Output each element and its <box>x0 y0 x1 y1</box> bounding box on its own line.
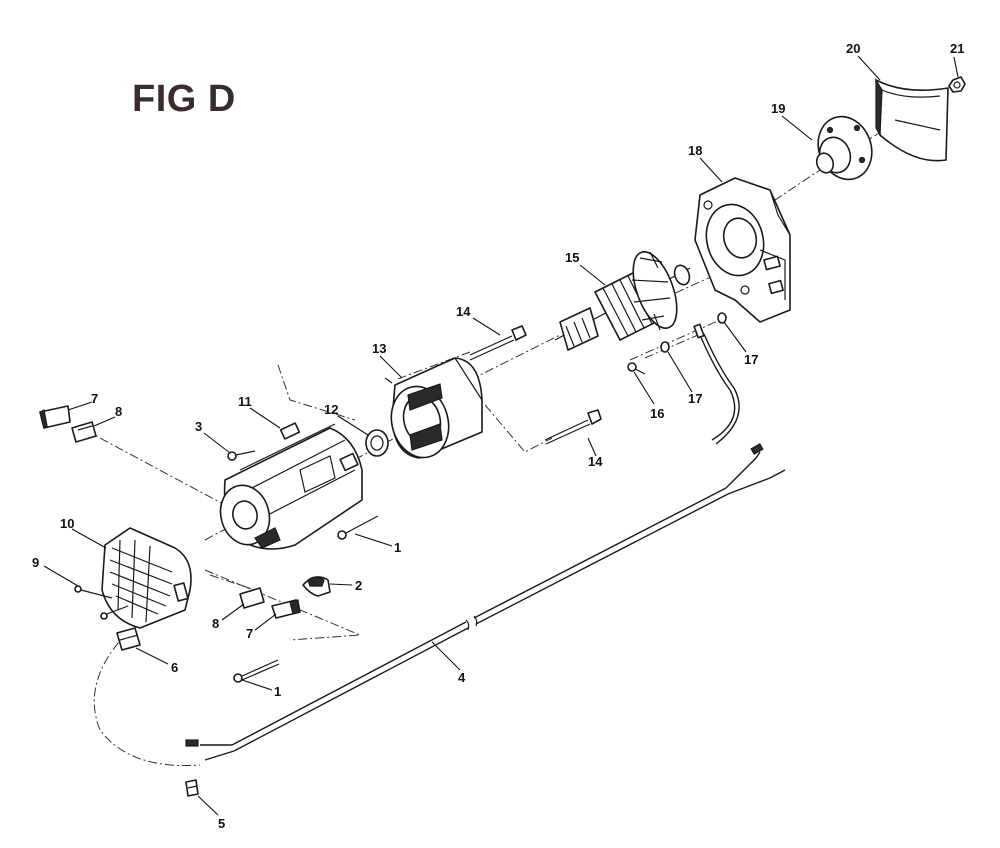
part-14-bolt-upper <box>469 325 527 361</box>
part-7-brush-holder-upper <box>39 405 71 429</box>
part-4-power-cord <box>185 443 786 761</box>
callout-7-upper: 7 <box>91 391 98 406</box>
part-17-washers <box>660 312 727 353</box>
figure-title: FIG D <box>132 78 236 120</box>
callout-10: 10 <box>60 516 74 531</box>
callout-1-lower: 1 <box>274 684 281 699</box>
callout-12: 12 <box>324 402 338 417</box>
part-5-wire-nut <box>185 779 199 797</box>
part-11-motor-housing <box>219 422 363 550</box>
callout-21: 21 <box>950 41 964 56</box>
part-7-brush-holder-lower <box>271 599 301 619</box>
callout-19: 19 <box>771 101 785 116</box>
callout-14-upper: 14 <box>456 304 471 319</box>
callout-13: 13 <box>372 341 386 356</box>
part-12-washer <box>365 429 389 457</box>
part-3-screw <box>227 450 256 461</box>
callout-16: 16 <box>650 406 664 421</box>
callout-leaders <box>43 55 959 816</box>
part-1-screw-upper <box>337 515 379 540</box>
part-18-gear-housing <box>694 177 791 323</box>
callout-17-right: 17 <box>744 352 758 367</box>
callout-15: 15 <box>565 250 579 265</box>
part-15-armature <box>554 251 691 351</box>
callout-1-upper: 1 <box>394 540 401 555</box>
callout-2: 2 <box>355 578 362 593</box>
part-21-nut <box>948 76 966 93</box>
terminal-lead-wire <box>693 323 740 445</box>
callout-8-upper: 8 <box>115 404 122 419</box>
part-16-screw <box>627 362 646 375</box>
part-20-end-cover <box>875 77 949 162</box>
part-13-field-stator <box>384 357 483 459</box>
part-8-brush-lower <box>239 587 265 609</box>
callout-20: 20 <box>846 41 860 56</box>
callout-18: 18 <box>688 143 702 158</box>
callout-7-lower: 7 <box>246 626 253 641</box>
part-8-brush-upper <box>71 421 97 443</box>
callout-8-lower: 8 <box>212 616 219 631</box>
callout-14-lower: 14 <box>588 454 603 469</box>
part-19-bearing-plate <box>815 115 873 181</box>
callout-11: 11 <box>238 394 252 409</box>
part-10-rear-cover <box>101 527 192 629</box>
part-1-screw-lower <box>233 659 280 683</box>
part-6-strain-relief <box>116 627 141 651</box>
callout-6: 6 <box>171 660 178 675</box>
callout-9: 9 <box>32 555 39 570</box>
callout-3: 3 <box>195 419 202 434</box>
callout-4: 4 <box>458 670 466 685</box>
callout-17-left: 17 <box>688 391 702 406</box>
part-14-bolt-lower <box>544 409 602 445</box>
callout-labels: 21 20 19 18 15 14 13 12 11 3 1 2 1 4 5 6… <box>32 41 964 831</box>
callout-5: 5 <box>218 816 225 831</box>
part-2-cord-clamp <box>302 576 331 597</box>
